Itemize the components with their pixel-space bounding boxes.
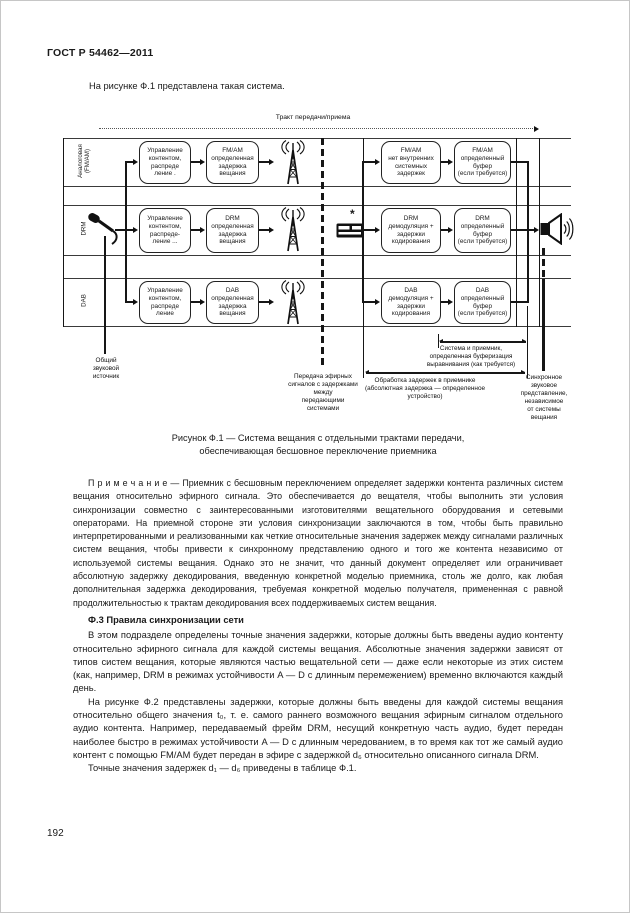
path-arrow-line — [99, 128, 535, 129]
arrow-shaft — [126, 228, 134, 232]
arrow-shaft — [441, 228, 449, 232]
arrow-shaft — [191, 228, 200, 232]
lane-label-dab: DAB — [80, 294, 88, 307]
arrowhead-icon — [133, 226, 138, 233]
arrow-shaft — [364, 300, 375, 304]
antenna-icon — [277, 207, 309, 252]
merge-line — [511, 300, 528, 304]
arrowhead-icon — [375, 298, 380, 305]
figure-caption: Рисунок Ф.1 — Система вещания с отдельны… — [73, 432, 563, 457]
paragraph-2: На рисунке Ф.2 представлены задержки, ко… — [73, 696, 563, 760]
box-fmam-tx-control: Управление контентом, распреде ление . — [139, 141, 191, 184]
arrow-shaft — [259, 300, 270, 304]
arrowhead-icon — [520, 370, 525, 375]
figure-caption-line2: обеспечивающая бесшовное переключение пр… — [199, 445, 437, 456]
source-trunk-line — [125, 161, 128, 303]
source-out-line — [115, 228, 126, 232]
sync-output-label: Синхронное звуковое представление, незав… — [520, 374, 568, 421]
arrowhead-icon — [534, 226, 539, 233]
box-dab-rx-demod: DAB демодуляция + задержки кодирования — [381, 281, 441, 324]
rx-processing-arrow — [366, 372, 525, 374]
box-dab-tx-control: Управление контентом, распреде ление — [139, 281, 191, 324]
lanes-left-border — [63, 138, 64, 327]
arrow-shaft — [441, 160, 449, 164]
arrowhead-icon — [269, 158, 274, 165]
system-buffer-label: Система и приемник, определенная буфериз… — [426, 345, 516, 368]
arrowhead-icon — [448, 158, 453, 165]
arrow-shaft — [528, 228, 535, 232]
body-text: П р и м е ч а н и е — Приемник с бесшовн… — [73, 477, 563, 776]
merge-line — [511, 160, 528, 164]
ota-boundary-dashed-line — [321, 138, 324, 367]
arrowhead-icon — [269, 298, 274, 305]
arrowhead-icon — [375, 226, 380, 233]
path-arrowhead-icon — [534, 125, 539, 132]
bracket-end-bar — [527, 306, 529, 378]
box-dab-tx-delay: DAB определенная задержка вещания — [206, 281, 259, 324]
arrowhead-icon — [133, 158, 138, 165]
arrowhead-icon — [375, 158, 380, 165]
output-trunk-line — [526, 161, 530, 303]
arrow-shaft — [259, 160, 270, 164]
buffer-boundary-line — [516, 138, 517, 327]
page-header: ГОСТ Р 54462—2011 — [47, 47, 154, 59]
paragraph-1: В этом подразделе определены точные знач… — [73, 630, 563, 694]
arrowhead-icon — [200, 226, 205, 233]
arrowhead-icon — [364, 370, 369, 375]
lane-label-fmam: Аналоговая (FM/AM) — [77, 144, 91, 178]
source-drop-line — [104, 236, 107, 354]
arrowhead-icon — [439, 339, 443, 344]
lane-drm — [63, 205, 571, 256]
transmission-label: Передача эфирных сигналов с задержками м… — [288, 373, 358, 412]
arrow-shaft — [259, 228, 270, 232]
receiver-asterisk: * — [350, 207, 355, 221]
box-drm-tx-control: Управление контентом, распреде- ление ..… — [139, 208, 191, 253]
antenna-icon — [277, 280, 309, 325]
sync-output-dashed-line — [542, 248, 545, 278]
box-fmam-tx-delay: FM/AM определенная задержка вещания — [206, 141, 259, 184]
arrow-shaft — [126, 300, 134, 304]
rx-processing-label: Обработка задержек в приемнике (абсолютн… — [364, 377, 486, 400]
arrowhead-icon — [448, 226, 453, 233]
box-fmam-rx-buffer: FM/AM определенный буфер (если требуется… — [454, 141, 511, 184]
arrow-shaft — [364, 228, 375, 232]
arrowhead-icon — [521, 339, 526, 344]
speaker-icon — [540, 213, 574, 245]
system-buffer-arrow — [440, 341, 526, 343]
lane-dab — [63, 278, 571, 327]
paragraph-3: Точные значения задержек d₁ — d₆ приведе… — [88, 763, 357, 774]
arrowhead-icon — [448, 298, 453, 305]
section-heading: Ф.3 Правила синхронизации сети — [88, 614, 244, 625]
arrowhead-icon — [200, 158, 205, 165]
arrowhead-icon — [269, 226, 274, 233]
arrow-shaft — [441, 300, 449, 304]
intro-text: На рисунке Ф.1 представлена такая систем… — [89, 81, 285, 91]
box-drm-tx-delay: DRM определенная задержка вещания — [206, 208, 259, 253]
arrow-shaft — [126, 160, 134, 164]
box-drm-rx-buffer: DRM определенный буфер (если требуется) — [454, 208, 511, 253]
output-boundary-line — [539, 138, 540, 327]
microphone-icon — [86, 210, 122, 248]
source-label: Общий звуковой источник — [92, 357, 120, 380]
figure-caption-line1: Рисунок Ф.1 — Система вещания с отдельны… — [171, 433, 465, 443]
radio-receiver-icon — [336, 223, 364, 238]
path-label: Тракт передачи/приема — [275, 114, 351, 121]
box-dab-rx-buffer: DAB определенный буфер (если требуется) — [454, 281, 511, 324]
lane-fmam — [63, 138, 571, 187]
arrowhead-icon — [133, 298, 138, 305]
arrow-shaft — [191, 160, 200, 164]
box-drm-rx-demod: DRM демодуляция + задержки кодирования — [381, 208, 441, 253]
arrowhead-icon — [200, 298, 205, 305]
figure-f1-diagram: Тракт передачи/приема Аналоговая (FM/AM)… — [58, 114, 574, 436]
page-number: 192 — [47, 828, 64, 839]
arrow-shaft — [191, 300, 200, 304]
receiver-trunk-line — [361, 161, 365, 303]
box-fmam-rx-demod: FM/AM нет внутренних системных задержек — [381, 141, 441, 184]
bracket-end-bar — [438, 334, 440, 348]
antenna-icon — [277, 140, 309, 185]
sync-output-line — [542, 279, 545, 371]
arrow-shaft — [364, 160, 375, 164]
merge-line — [511, 228, 528, 232]
note-paragraph: П р и м е ч а н и е — Приемник с бесшовн… — [73, 478, 563, 608]
